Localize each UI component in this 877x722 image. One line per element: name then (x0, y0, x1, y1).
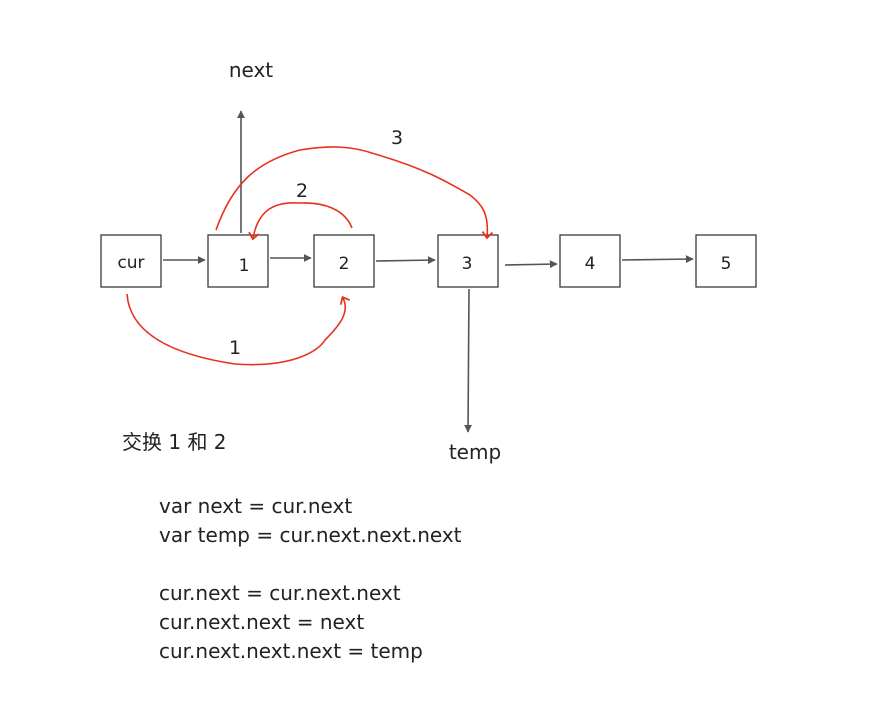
node-cur: cur (100, 234, 162, 288)
node-1: 1 (207, 234, 269, 288)
swap-step-2-arrow (248, 202, 353, 241)
swap-caption: 交换 1 和 2 (122, 430, 227, 454)
swap-step-1-arrow (126, 293, 351, 366)
node-2-label: 2 (339, 254, 350, 274)
code-line: cur.next.next.next = temp (159, 639, 423, 663)
swap-step-3-arrow (215, 146, 494, 240)
code-line: cur.next = cur.next.next (159, 581, 401, 605)
node-3: 3 (437, 234, 499, 288)
temp-pointer-arrow (464, 288, 473, 433)
link-4-to-5-arrow (621, 255, 694, 264)
node-1-label: 1 (239, 256, 250, 276)
node-3-label: 3 (462, 254, 473, 274)
temp-pointer-label: temp (449, 440, 501, 464)
link-2-to-3-arrow (375, 256, 436, 265)
link-3-to-4-arrow (504, 260, 558, 269)
node-4: 4 (559, 234, 621, 288)
node-5: 5 (695, 234, 757, 288)
node-2: 2 (313, 234, 375, 288)
code-line: var next = cur.next (159, 494, 353, 518)
code-line: cur.next.next = next (159, 610, 365, 634)
swap-step-1-label: 1 (229, 337, 241, 359)
node-cur-label: cur (117, 253, 144, 273)
next-pointer-label: next (229, 58, 273, 82)
code-line: var temp = cur.next.next.next (159, 523, 462, 547)
code-block: var next = cur.next var temp = cur.next.… (159, 492, 462, 666)
swap-step-2-label: 2 (296, 180, 308, 202)
swap-step-3-label: 3 (391, 127, 403, 149)
node-5-label: 5 (721, 254, 732, 274)
node-4-label: 4 (585, 254, 596, 274)
code-gap (159, 550, 462, 579)
